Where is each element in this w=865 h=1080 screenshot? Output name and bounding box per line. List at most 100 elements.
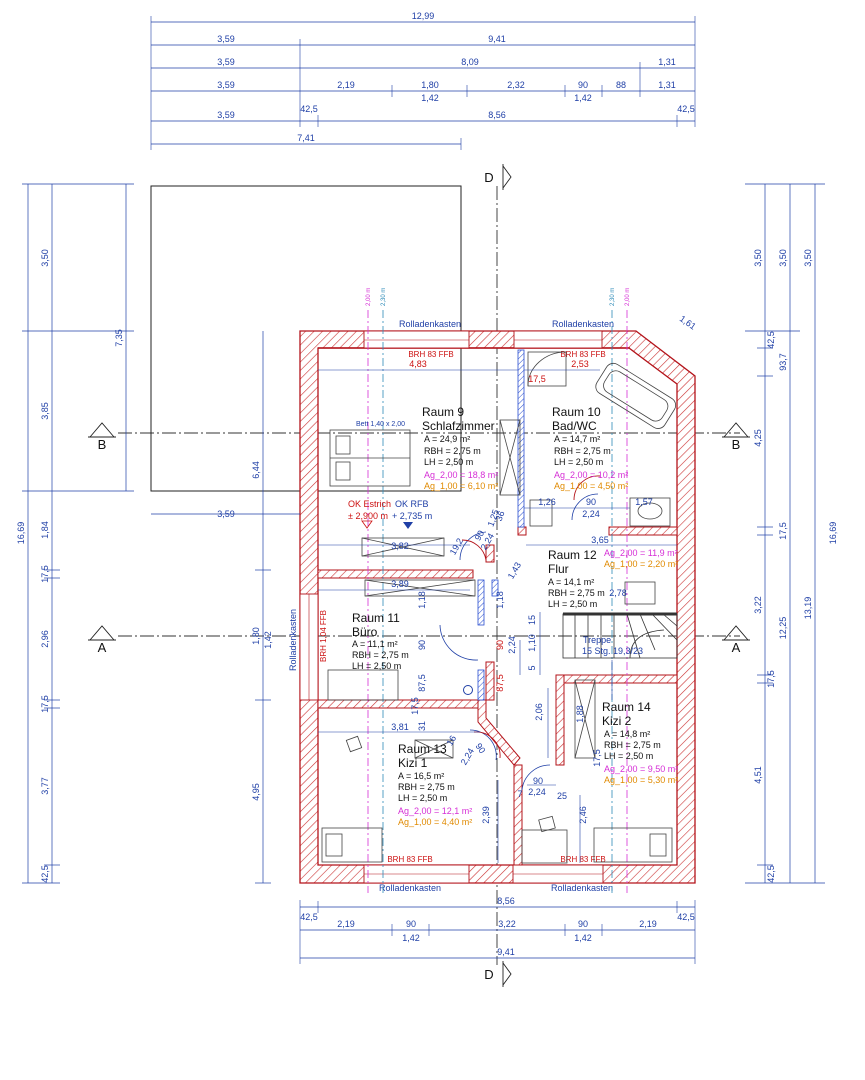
top-dim-o: 3,59 [217, 110, 235, 120]
dim-126: 1,26 [538, 497, 556, 507]
dim-5: 5 [527, 665, 537, 670]
room-14-lh: LH = 2,50 m [604, 751, 653, 761]
top-dim-q: 8,56 [488, 110, 506, 120]
room-10-ag2: Ag_2,00 = 10,2 m² [554, 470, 628, 480]
brh-top-left: BRH 83 FFB [408, 350, 453, 359]
room-14: Raum 14 Kizi 2 A = 14,8 m² RBH = 2,75 m … [602, 700, 678, 785]
dim-90e: 90 [533, 776, 543, 786]
dim-157: 1,57 [635, 497, 653, 507]
top-dim-f: 3,59 [217, 80, 235, 90]
top-dim-n: 1,42 [574, 93, 592, 103]
dim-7: 7 [517, 789, 522, 799]
section-lines [118, 186, 740, 965]
stair-label: Treppe [583, 635, 611, 645]
stair-value: 15 Stg. 19,3/23 [582, 646, 643, 656]
ok-estrich-label: OK Estrich [348, 499, 391, 509]
level-marker-blue [403, 522, 413, 529]
left-dim-outer: 16,69 [16, 522, 26, 545]
rolladen-top-right: Rolladenkasten [552, 319, 614, 329]
right-dim-175a: 17,5 [778, 522, 788, 540]
dim-25: 25 [557, 791, 567, 801]
dim-875b: 87,5 [495, 674, 505, 692]
room-9-lh: LH = 2,50 m [424, 457, 473, 467]
room-10-rbh: RBH = 2,75 m [554, 446, 611, 456]
room-12-ag2: Ag_2,00 = 11,9 m² [604, 548, 678, 558]
room-13-lh: LH = 2,50 m [398, 793, 447, 803]
dim-175b: 17,5 [410, 697, 420, 715]
right-dim-350a: 3,50 [753, 249, 763, 267]
dim-224e: 2,24 [459, 746, 476, 766]
room-11-sub: Büro [352, 625, 378, 639]
room-12-sub: Flur [548, 562, 569, 576]
left-dim-142: 1,42 [263, 631, 273, 649]
interior-walls [317, 526, 678, 866]
room-11-rbh: RBH = 2,75 m [352, 650, 409, 660]
dim-224a: 2,24 [582, 509, 600, 519]
dim-15: 15 [527, 615, 537, 625]
dim-875a: 87,5 [417, 674, 427, 692]
brh-bottom-right: BRH 83 FFB [560, 855, 605, 864]
room-12-rbh: RBH = 2,75 m [548, 588, 605, 598]
dim-90c: 90 [417, 640, 427, 650]
left-dim-350: 3,50 [40, 249, 50, 267]
rolladen-bottom-right: Rolladenkasten [551, 883, 613, 893]
room-10-area: A = 14,7 m² [554, 434, 600, 444]
inner-dim-lines [318, 369, 677, 863]
left-dim-184: 1,84 [40, 521, 50, 539]
right-dim-175b: 17,5 [766, 670, 776, 688]
dim-175a: 17,5 [528, 374, 546, 384]
height-lines [367, 310, 628, 893]
right-dim-1225: 12,25 [778, 617, 788, 640]
left-dim-495: 4,95 [251, 783, 261, 801]
top-dim-b: 9,41 [488, 34, 506, 44]
room-12-area: A = 14,1 m² [548, 577, 594, 587]
room-9-rbh: RBH = 2,75 m [424, 446, 481, 456]
height-230-a: 2,30 m [381, 288, 387, 306]
dim-36: 36 [494, 510, 507, 523]
bottom-dim-a: 42,5 [300, 912, 318, 922]
right-dim-451: 4,51 [753, 766, 763, 784]
dim-483: 4,83 [409, 359, 427, 369]
brh-left: BRH 1,04 FFB [319, 610, 328, 662]
section-markers [88, 164, 750, 987]
room-14-ag2: Ag_2,00 = 9,50 m² [604, 764, 678, 774]
room-11-name: Raum 11 [352, 611, 400, 625]
left-dim-735: 7,35 [114, 329, 124, 347]
left-dim-175a: 17,5 [40, 565, 50, 583]
window-glazing [308, 339, 603, 875]
top-dim-j: 90 [578, 80, 588, 90]
top-dimensions [150, 16, 696, 150]
room-10-sub: Bad/WC [552, 419, 597, 433]
top-dim-g: 2,19 [337, 80, 355, 90]
ok-rfb-label: OK RFB [395, 499, 429, 509]
bottom-dim-j: 1,42 [574, 933, 592, 943]
room-10: Raum 10 Bad/WC A = 14,7 m² RBH = 2,75 m … [552, 405, 628, 491]
dim-118b: 1,18 [495, 591, 505, 609]
dim-90b: 90 [473, 529, 487, 543]
dim-110: 1,10 [527, 634, 537, 652]
height-200-a: 2,00 m [366, 288, 372, 306]
height-230-b: 2,30 m [610, 288, 616, 306]
right-dimensions [745, 183, 825, 884]
furniture [321, 351, 677, 864]
room-10-ag1: Ag_1,00 = 4,50 m² [554, 481, 628, 491]
top-dim-c: 3,59 [217, 57, 235, 67]
dim-90f: 90 [473, 741, 487, 755]
dim-90d: 90 [495, 640, 505, 650]
left-dim-377: 3,77 [40, 777, 50, 795]
dim-31: 31 [417, 721, 427, 731]
dim-118a: 1,18 [417, 591, 427, 609]
right-dim-350b: 3,50 [778, 249, 788, 267]
room-9-ag2: Ag_2,00 = 18,8 m² [424, 470, 498, 480]
room-13-rbh: RBH = 2,75 m [398, 782, 455, 792]
bottom-dimensions [299, 900, 696, 964]
top-dim-d: 8,09 [461, 57, 479, 67]
room-13-name: Raum 13 [398, 742, 447, 756]
room-11-lh: LH = 2,50 m [352, 661, 401, 671]
section-a-left: A [98, 640, 107, 655]
dim-224d: 2,24 [528, 787, 546, 797]
top-dim-p: 42,5 [300, 104, 318, 114]
dim-188: 1,88 [575, 705, 585, 723]
dim-389: 3,89 [391, 579, 409, 589]
